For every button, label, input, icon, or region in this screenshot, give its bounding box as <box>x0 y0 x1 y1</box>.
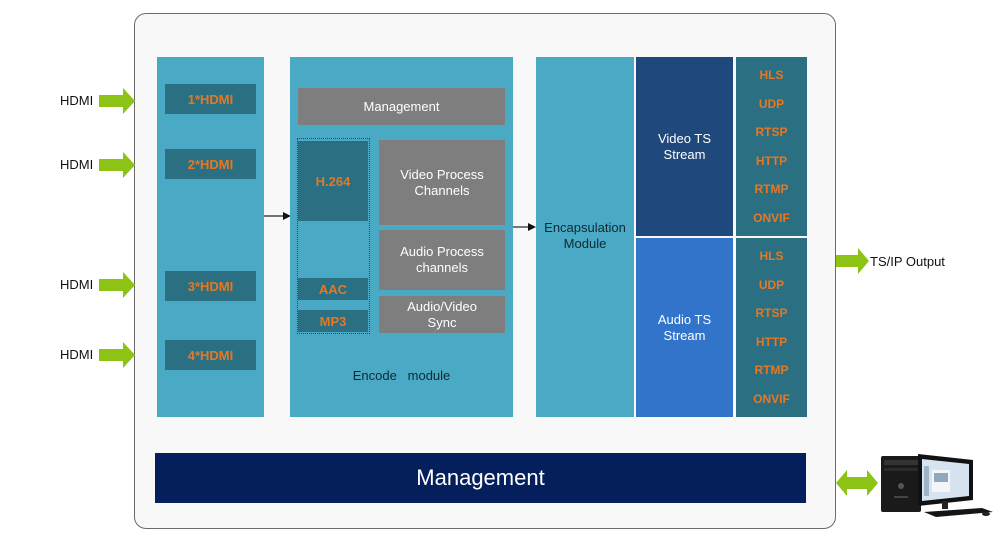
arrow-right-icon <box>513 223 536 231</box>
audio-video-sync: Audio/Video Sync <box>379 296 505 333</box>
encapsulation-module-title: Encapsulation Module <box>544 220 626 251</box>
green-arrow-right-icon <box>99 152 135 178</box>
protocol-onvif: ONVIF <box>753 210 790 225</box>
bidirectional-arrow-icon <box>836 470 878 496</box>
audio-protocol-list: HLS UDP RTSP HTTP RTMP ONVIF <box>736 238 807 417</box>
protocol-onvif: ONVIF <box>753 391 790 406</box>
protocol-hls: HLS <box>759 68 784 83</box>
codec-group <box>297 138 370 334</box>
management-bar: Management <box>155 453 806 503</box>
hdmi-input-label-3: HDMI <box>60 277 94 292</box>
hdmi-port-3: 3*HDMI <box>165 271 256 301</box>
protocol-rtsp: RTSP <box>755 306 788 321</box>
encode-module-title: Encode module <box>352 368 451 383</box>
ts-ip-output-label: TS/IP Output <box>870 254 945 269</box>
video-ts-stream: Video TS Stream <box>636 57 733 236</box>
hdmi-input-label-2: HDMI <box>60 157 94 172</box>
codec-aac: AAC <box>298 278 368 300</box>
protocol-http: HTTP <box>755 334 788 349</box>
protocol-rtsp: RTSP <box>755 125 788 140</box>
audio-process-channels: Audio Process channels <box>379 230 505 290</box>
hdmi-port-4: 4*HDMI <box>165 340 256 370</box>
codec-h264: H.264 <box>298 141 368 221</box>
hdmi-input-label-4: HDMI <box>60 347 94 362</box>
hdmi-port-1: 1*HDMI <box>165 84 256 114</box>
protocol-http: HTTP <box>755 153 788 168</box>
green-arrow-right-icon <box>99 272 135 298</box>
green-arrow-right-icon <box>836 248 869 274</box>
protocol-udp: UDP <box>758 277 785 292</box>
video-protocol-list: HLS UDP RTSP HTTP RTMP ONVIF <box>736 57 807 236</box>
encode-management-block: Management <box>298 88 505 125</box>
hdmi-port-2: 2*HDMI <box>165 149 256 179</box>
protocol-udp: UDP <box>758 96 785 111</box>
protocol-rtmp: RTMP <box>754 363 789 378</box>
green-arrow-right-icon <box>99 88 135 114</box>
codec-mp3: MP3 <box>298 310 368 332</box>
protocol-rtmp: RTMP <box>754 182 789 197</box>
arrow-right-icon <box>264 212 291 220</box>
pc-workstation-icon <box>881 454 993 517</box>
green-arrow-right-icon <box>99 342 135 368</box>
audio-ts-stream: Audio TS Stream <box>636 238 733 417</box>
hdmi-input-label-1: HDMI <box>60 93 94 108</box>
protocol-hls: HLS <box>759 249 784 264</box>
video-process-channels: Video Process Channels <box>379 140 505 225</box>
encapsulation-module <box>536 57 634 417</box>
